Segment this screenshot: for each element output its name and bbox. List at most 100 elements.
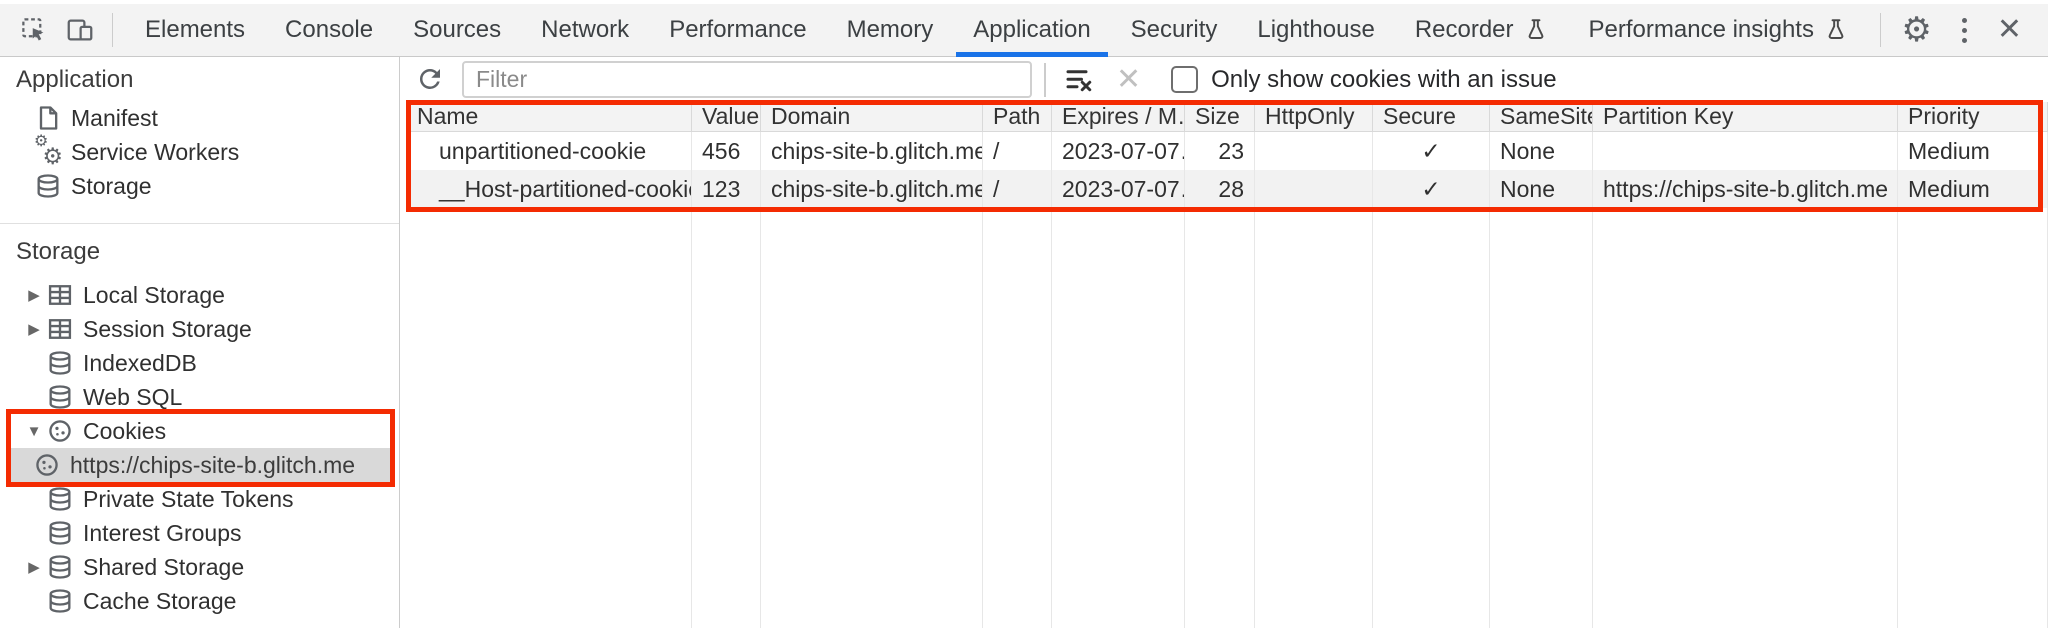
cookie-row-cell-value[interactable]: 456 xyxy=(692,132,761,170)
inspect-icon[interactable] xyxy=(18,14,50,46)
sidebar-item-cache-storage[interactable]: Cache Storage xyxy=(0,584,399,618)
cookie-row-cell-name[interactable]: __Host-partitioned-cookie xyxy=(407,170,692,208)
settings-gear-icon[interactable]: ⚙ xyxy=(1901,11,1932,49)
cookie-row-cell-size[interactable]: 28 xyxy=(1185,170,1255,208)
database-icon xyxy=(46,519,74,547)
tab-sources[interactable]: Sources xyxy=(393,4,521,56)
cookie-row-cell-path[interactable]: / xyxy=(983,132,1052,170)
column-header-value[interactable]: Value xyxy=(692,102,761,132)
database-icon xyxy=(46,587,74,615)
sidebar-item-label: Cache Storage xyxy=(83,587,237,614)
tab-security[interactable]: Security xyxy=(1111,4,1238,56)
tab-label: Lighthouse xyxy=(1257,16,1375,43)
tab-application[interactable]: Application xyxy=(953,4,1110,57)
sidebar-item-label: Web SQL xyxy=(83,383,183,410)
tab-elements[interactable]: Elements xyxy=(125,4,265,56)
cookie-row-cell-partition-key[interactable] xyxy=(1593,132,1898,170)
chevron-right-icon[interactable] xyxy=(22,320,46,338)
database-icon xyxy=(46,349,74,377)
sidebar-item-cookies[interactable]: Cookies xyxy=(0,414,399,448)
sidebar-item-interest-groups[interactable]: Interest Groups xyxy=(0,516,399,550)
database-icon xyxy=(46,383,74,411)
cookie-row-cell-value[interactable]: 123 xyxy=(692,170,761,208)
chevron-right-icon[interactable] xyxy=(22,286,46,304)
column-header-partition-key[interactable]: Partition Key xyxy=(1593,102,1898,132)
sidebar-item-shared-storage[interactable]: Shared Storage xyxy=(0,550,399,584)
column-header-secure[interactable]: Secure xyxy=(1373,102,1490,132)
column-header-httponly[interactable]: HttpOnly xyxy=(1255,102,1373,132)
tab-memory[interactable]: Memory xyxy=(827,4,954,56)
refresh-icon[interactable] xyxy=(415,64,447,96)
clear-icon[interactable]: ✕ xyxy=(1116,62,1142,96)
sidebar-section-storage: Storage xyxy=(16,238,101,265)
application-sidebar: Application Manifest ⚙⚙ Service Workers … xyxy=(0,57,400,628)
table-icon xyxy=(46,315,74,343)
cookie-row-cell-secure[interactable]: ✓ xyxy=(1373,170,1490,208)
column-header-expires[interactable]: Expires / M… xyxy=(1052,102,1185,132)
tabbar-divider xyxy=(1880,13,1882,47)
column-header-domain[interactable]: Domain xyxy=(761,102,983,132)
tab-label: Network xyxy=(541,16,630,43)
table-empty-area xyxy=(407,208,692,628)
cookie-icon xyxy=(33,451,61,479)
only-issues-checkbox[interactable] xyxy=(1171,66,1199,93)
cookie-row-cell-expires[interactable]: 2023-07-07… xyxy=(1052,170,1185,208)
sidebar-item-indexeddb[interactable]: IndexedDB xyxy=(0,346,399,380)
chevron-right-icon[interactable] xyxy=(22,558,46,576)
column-header-name[interactable]: Name xyxy=(407,102,692,132)
sidebar-item-label: Session Storage xyxy=(83,315,252,342)
tab-performance-insights[interactable]: Performance insights xyxy=(1569,4,1869,56)
cookie-row-cell-expires[interactable]: 2023-07-07… xyxy=(1052,132,1185,170)
cookie-row-cell-domain[interactable]: chips-site-b.glitch.me xyxy=(761,170,983,208)
device-toolbar-icon[interactable] xyxy=(64,14,96,46)
tab-performance[interactable]: Performance xyxy=(649,4,826,56)
cookie-row-cell-domain[interactable]: chips-site-b.glitch.me xyxy=(761,132,983,170)
sidebar-item-session-storage[interactable]: Session Storage xyxy=(0,312,399,346)
sidebar-item-label: https://chips-site-b.glitch.me xyxy=(70,451,356,478)
close-icon[interactable]: ✕ xyxy=(1996,13,2022,46)
cookie-row-cell-httponly[interactable] xyxy=(1255,170,1373,208)
chevron-down-icon[interactable] xyxy=(22,423,46,440)
tab-label: Elements xyxy=(145,16,246,43)
cookie-row-cell-path[interactable]: / xyxy=(983,170,1052,208)
flask-icon xyxy=(1828,19,1844,39)
filter-input[interactable] xyxy=(462,61,1032,98)
column-header-size[interactable]: Size xyxy=(1185,102,1255,132)
sidebar-item-private-state-tokens[interactable]: Private State Tokens xyxy=(0,482,399,516)
sidebar-item-web-sql[interactable]: Web SQL xyxy=(0,380,399,414)
cookie-row-cell-priority[interactable]: Medium xyxy=(1898,132,2048,170)
clear-filter-icon[interactable] xyxy=(1062,62,1098,98)
cookie-icon xyxy=(46,417,74,445)
cookies-toolbar: ✕ Only show cookies with an issue xyxy=(401,57,2048,102)
tab-network[interactable]: Network xyxy=(521,4,649,56)
tab-recorder[interactable]: Recorder xyxy=(1395,4,1569,56)
sidebar-item-label: IndexedDB xyxy=(83,349,197,376)
sidebar-item-cookies-origin[interactable]: https://chips-site-b.glitch.me xyxy=(11,448,394,482)
sidebar-item-label: Interest Groups xyxy=(83,519,242,546)
sidebar-item-manifest[interactable]: Manifest xyxy=(0,101,399,135)
sidebar-item-local-storage[interactable]: Local Storage xyxy=(0,278,399,312)
cookie-row-cell-partition-key[interactable]: https://chips-site-b.glitch.me xyxy=(1593,170,1898,208)
sidebar-item-storage[interactable]: Storage xyxy=(0,169,399,203)
column-header-priority[interactable]: Priority xyxy=(1898,102,2048,132)
tab-console[interactable]: Console xyxy=(265,4,393,56)
cookie-row-cell-secure[interactable]: ✓ xyxy=(1373,132,1490,170)
tab-label: Performance xyxy=(669,16,807,43)
cookie-row-cell-samesite[interactable]: None xyxy=(1490,170,1593,208)
sidebar-item-label: Local Storage xyxy=(83,281,225,308)
cookie-row-cell-name[interactable]: unpartitioned-cookie xyxy=(407,132,692,170)
cookie-row-cell-priority[interactable]: Medium xyxy=(1898,170,2048,208)
service-workers-gears-icon: ⚙⚙ xyxy=(34,133,63,169)
cookie-row-cell-httponly[interactable] xyxy=(1255,132,1373,170)
cookie-table: Name Value Domain Path Expires / M… Size… xyxy=(407,102,2048,628)
tab-lighthouse[interactable]: Lighthouse xyxy=(1237,4,1394,56)
more-options-icon[interactable] xyxy=(1958,14,1971,47)
cookie-row-cell-samesite[interactable]: None xyxy=(1490,132,1593,170)
column-header-path[interactable]: Path xyxy=(983,102,1052,132)
sidebar-item-service-workers[interactable]: ⚙⚙ Service Workers xyxy=(0,133,399,169)
cookie-row-cell-size[interactable]: 23 xyxy=(1185,132,1255,170)
column-header-samesite[interactable]: SameSite xyxy=(1490,102,1593,132)
tab-label: Application xyxy=(973,16,1091,43)
tab-label: Recorder xyxy=(1414,16,1514,43)
